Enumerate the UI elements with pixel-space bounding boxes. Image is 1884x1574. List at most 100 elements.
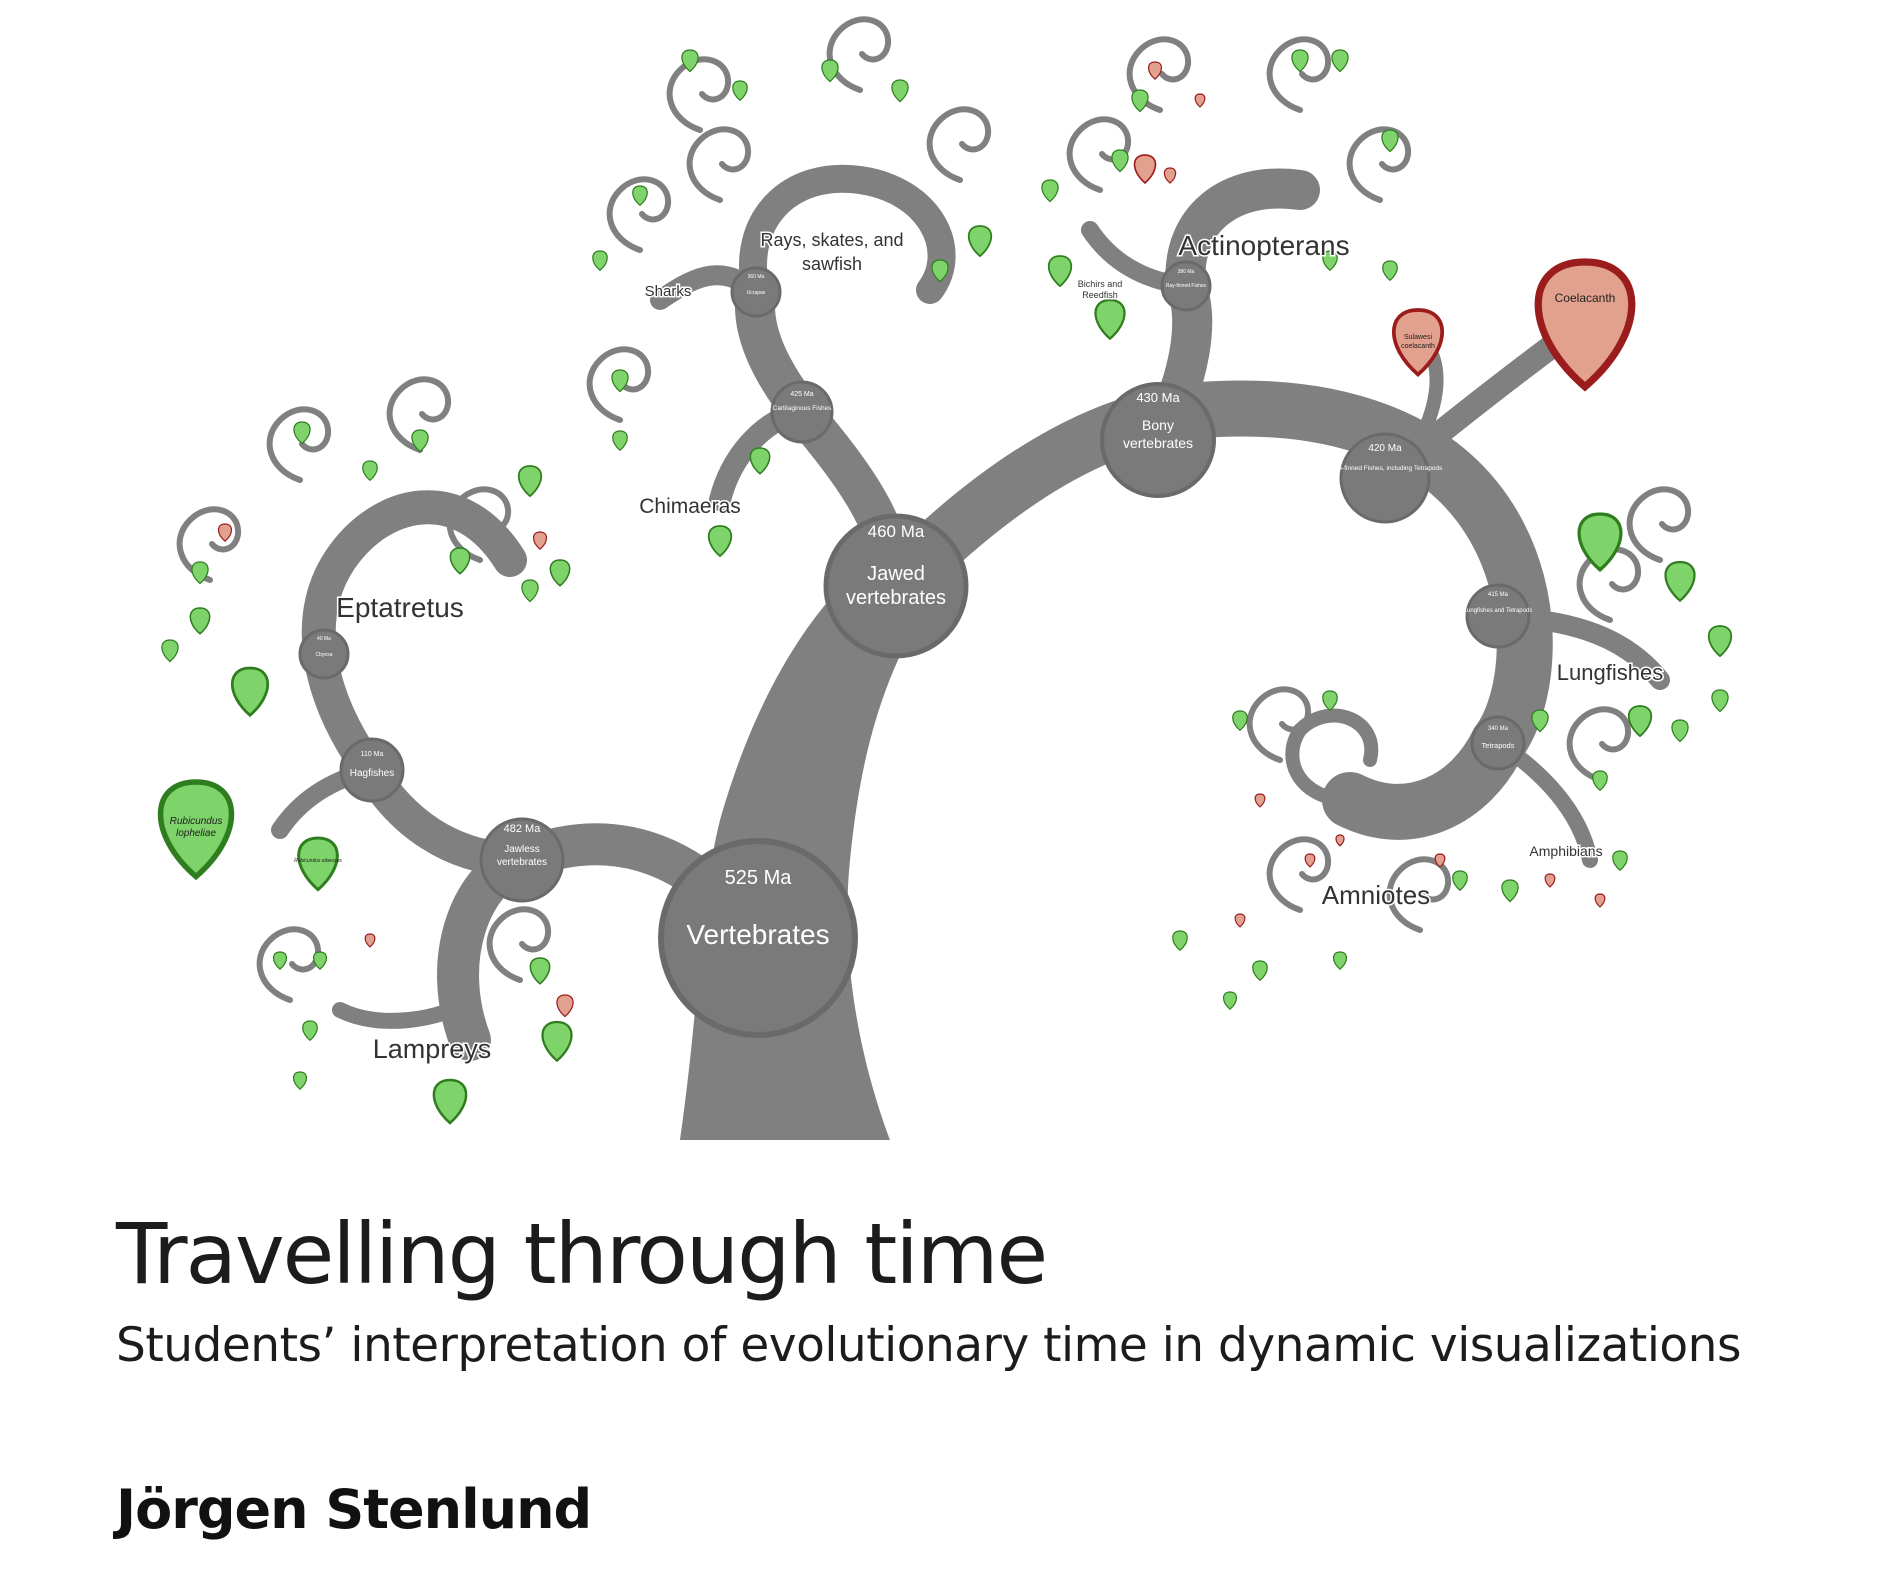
node-ucrapas: 360 Ma Ucrapas — [730, 266, 782, 318]
clade-label-rays: Rays, skates, and sawfish — [760, 230, 903, 274]
leaf — [1382, 260, 1398, 282]
leaf — [732, 80, 748, 102]
twig — [1626, 486, 1692, 563]
leaf-rubicundus-eibeosus — [297, 836, 339, 892]
leaf — [1147, 61, 1163, 80]
clade-label-chimaeras: Chimaeras — [639, 495, 741, 518]
leaf-label-rubicundus-eibeosus: Rubicundus eibeosus — [294, 858, 342, 864]
leaf — [1041, 179, 1059, 203]
node-lungfishes-tetrapods: 415 Ma Lungfishes and Tetrapods — [1464, 583, 1532, 649]
twig — [1266, 836, 1332, 913]
node-bony-vertebrates: 430 Ma Bony vertebrates — [1100, 382, 1216, 498]
leaf — [1501, 879, 1519, 903]
leaf — [1594, 893, 1606, 908]
node-ray-finned: 380 Ma Ray-finned Fishes — [1160, 260, 1212, 312]
leaf — [1627, 705, 1653, 738]
leaf — [681, 49, 699, 73]
twig — [666, 56, 732, 133]
leaf — [1111, 149, 1129, 173]
twig — [1246, 686, 1312, 763]
leaf — [529, 957, 551, 985]
clade-label-bichirs-line1: Bichirs and — [1078, 279, 1123, 289]
twig — [1346, 126, 1412, 203]
node-bony-line1: Bony — [1142, 417, 1174, 433]
leaf-coelacanth — [1534, 258, 1636, 392]
node-jawed-vertebrates-line2: vertebrates — [846, 587, 946, 609]
twig — [266, 406, 332, 483]
twig — [1566, 706, 1632, 783]
leaf — [556, 994, 574, 1018]
leaf — [364, 933, 376, 948]
node-vertebrates-age: 525 Ma — [725, 867, 793, 889]
leaf — [612, 430, 628, 452]
node-bony-vertebrates-age: 430 Ma — [1136, 390, 1180, 405]
node-ucrapas-age: 360 Ma — [748, 274, 765, 280]
node-cbyexa-age: 40 Ma — [317, 636, 331, 642]
clade-label-bichirs-line2: Reedfish — [1082, 290, 1118, 300]
leaf — [1332, 951, 1348, 970]
node-ray-finned-age: 380 Ma — [1178, 269, 1195, 275]
leaf — [541, 1020, 573, 1063]
node-cbyexa: 40 Ma Cbyexa — [298, 628, 350, 680]
leaf — [189, 607, 211, 635]
leaf — [1322, 690, 1338, 712]
node-hagfishes-age: 110 Ma — [361, 751, 384, 758]
clade-label-eptatretus: Eptatretus — [336, 592, 464, 623]
node-bony-vertebrates-label: Bony vertebrates — [1123, 417, 1193, 451]
leaf — [549, 559, 571, 587]
clade-label-lampreys: Lampreys — [373, 1034, 492, 1064]
leaf-label-sulawesi-line1: Sulawesi — [1404, 334, 1432, 341]
branch-bony — [868, 380, 1553, 840]
leaf — [1133, 154, 1157, 185]
node-ucrapas-label: Ucrapas — [747, 290, 766, 296]
leaf — [1711, 689, 1729, 713]
clade-label-rays-line2: sawfish — [802, 254, 862, 274]
node-tetrapods: 340 Ma Tetrapods — [1470, 715, 1526, 771]
leaf — [1234, 913, 1246, 928]
node-jawed-vertebrates-line1: Jawed — [867, 563, 925, 585]
leaf — [1131, 89, 1149, 113]
clade-label-amphibians: Amphibians — [1529, 843, 1602, 859]
leaf — [1577, 512, 1623, 573]
leaf — [272, 951, 288, 970]
leaf — [1194, 93, 1206, 108]
twig — [1126, 36, 1192, 113]
leaf-label-coelacanth: Coelacanth — [1555, 291, 1616, 305]
clade-label-lungfishes: Lungfishes — [1557, 660, 1663, 685]
twig — [586, 346, 652, 423]
node-hagfishes: 110 Ma Hagfishes — [339, 737, 405, 803]
twig — [606, 176, 672, 253]
leaf-rubicundus-lopheliae — [157, 779, 235, 881]
leaf — [312, 951, 328, 970]
leaf — [592, 250, 608, 272]
leaf — [1671, 719, 1689, 743]
leaf — [967, 225, 993, 258]
node-hagfishes-label: Hagfishes — [350, 768, 394, 779]
node-vertebrates: 525 Ma Vertebrates — [658, 838, 858, 1038]
cover-subtitle: Students’ interpretation of evolutionary… — [116, 1318, 1741, 1373]
leaf — [1664, 560, 1696, 603]
node-cartilaginous-label: Cartilaginous Fishes — [773, 405, 833, 412]
node-lungfishes-tetrapods-age: 415 Ma — [1488, 592, 1509, 598]
clade-label-rays-line1: Rays, skates, and — [760, 230, 903, 250]
branch-rays-loop — [739, 164, 956, 306]
branch-lampreys — [332, 992, 480, 1029]
tree-leaves — [157, 49, 1733, 1125]
leaf — [1544, 873, 1556, 888]
leaf — [1331, 49, 1349, 73]
node-bony-line2: vertebrates — [1123, 435, 1193, 451]
node-lobe-finned-age: 420 Ma — [1368, 443, 1402, 454]
leaf — [821, 59, 839, 83]
leaf — [517, 465, 543, 498]
leaf — [191, 561, 209, 585]
leaf — [749, 447, 771, 475]
leaf — [1322, 250, 1338, 272]
node-cartilaginous: 425 Ma Cartilaginous Fishes — [770, 380, 834, 444]
leaf — [432, 1078, 468, 1125]
leaf — [707, 525, 733, 558]
leaf — [521, 579, 539, 603]
